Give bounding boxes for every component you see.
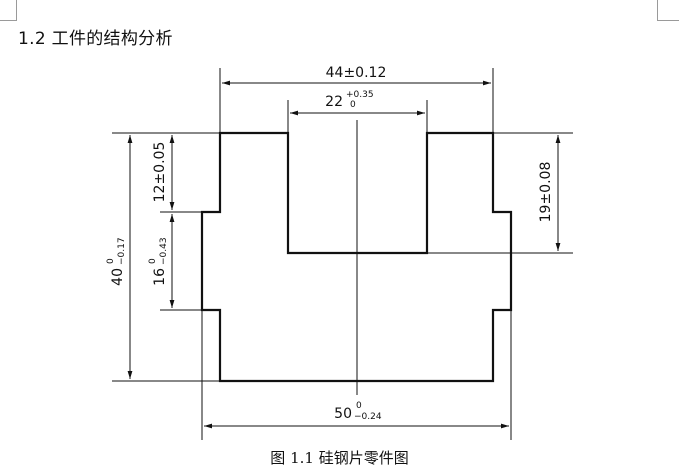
svg-text:50: 50 [334, 406, 352, 422]
section-heading: 1.2 工件的结构分析 [18, 29, 173, 49]
dim-text-left-height: 40 0 −0.17 [106, 237, 127, 285]
svg-text:0: 0 [106, 258, 116, 264]
dim-text-bottom-width: 50 0 −0.24 [334, 401, 382, 422]
svg-text:+0.35: +0.35 [346, 90, 374, 100]
crop-mark-top-left-vertical [16, 0, 17, 20]
svg-text:0: 0 [148, 258, 158, 264]
dim-text-left-upper-step: 12±0.05 [152, 142, 168, 203]
svg-text:−0.43: −0.43 [159, 237, 169, 265]
svg-text:−0.24: −0.24 [354, 412, 382, 422]
svg-text:22: 22 [325, 94, 343, 110]
svg-text:0: 0 [350, 100, 356, 110]
dim-text-left-middle: 16 0 −0.43 [148, 237, 169, 285]
svg-text:16: 16 [152, 268, 168, 286]
dim-text-overall-top: 44±0.12 [326, 65, 387, 81]
crop-mark-top-right-horizontal [657, 20, 679, 21]
crop-mark-top-left-horizontal [0, 20, 17, 21]
dim-text-right-step: 19±0.08 [538, 162, 554, 223]
svg-text:−0.17: −0.17 [117, 237, 127, 265]
svg-text:0: 0 [356, 401, 362, 411]
dim-text-slot-width: 22 +0.35 0 [325, 90, 373, 110]
svg-text:40: 40 [110, 268, 126, 286]
crop-mark-top-right-vertical [657, 0, 658, 20]
figure-caption: 图 1.1 硅钢片零件图 [270, 449, 409, 467]
